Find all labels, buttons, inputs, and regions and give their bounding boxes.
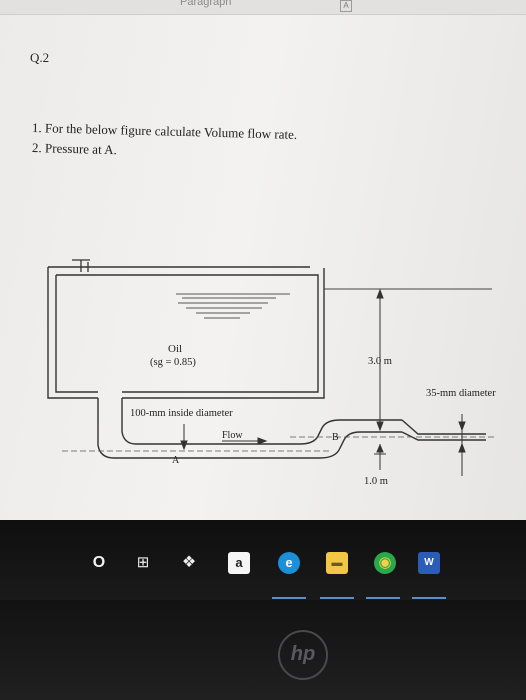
point-a-marker (180, 424, 188, 451)
file-explorer-button[interactable]: ▬ (326, 552, 348, 574)
taskbar (0, 520, 526, 600)
explorer-active-indicator (320, 597, 354, 599)
drop-label: 1.0 m (364, 476, 388, 487)
edge-active-indicator (272, 597, 306, 599)
laptop-bezel (0, 600, 526, 700)
dimension-lines (374, 288, 466, 476)
height-label: 3.0 m (368, 356, 392, 367)
amazon-icon: a (235, 555, 243, 570)
chrome-active-indicator (366, 597, 400, 599)
word-active-indicator (412, 597, 446, 599)
task-view-button[interactable]: ⊞ (132, 552, 154, 574)
outlet-pipe (97, 398, 486, 459)
question-label: Q.2 (30, 50, 50, 65)
dropbox-button[interactable]: ❖ (178, 552, 200, 574)
flow-label: Flow (222, 430, 243, 441)
start-button[interactable]: O (88, 552, 110, 574)
chrome-button[interactable]: ◉ (374, 552, 396, 574)
styles-icon[interactable]: A (340, 0, 352, 12)
screen: Paragraph A Q.2 1. For the below figure … (0, 0, 526, 520)
start-icon: O (92, 554, 106, 571)
ribbon-bar: Paragraph A (0, 0, 526, 15)
ribbon-paragraph-label[interactable]: Paragraph (180, 0, 232, 8)
oil-surface (176, 293, 290, 319)
tank (47, 266, 325, 399)
hp-logo: hp (278, 630, 328, 680)
vent-cap (72, 259, 90, 272)
pipe-diameter-label: 100-mm inside diameter (130, 408, 233, 419)
fluid-sg: (sg = 0.85) (150, 357, 196, 368)
fluid-name: Oil (168, 343, 182, 355)
point-a-label: A (172, 455, 180, 466)
flow-arrow (222, 437, 268, 445)
nozzle-diameter-label: 35-mm diameter (426, 388, 496, 399)
word-icon: W (424, 557, 434, 568)
edge-icon: e (285, 555, 293, 570)
dropbox-icon: ❖ (181, 554, 197, 571)
tank-diagram: Oil (sg = 0.85) 100-mm inside diameter F… (47, 259, 496, 487)
task-view-icon: ⊞ (136, 554, 150, 571)
amazon-button[interactable]: a (228, 552, 250, 574)
word-button[interactable]: W (418, 552, 440, 574)
chrome-icon: ◉ (378, 554, 392, 571)
edge-button[interactable]: e (278, 552, 300, 574)
folder-icon: ▬ (331, 557, 343, 569)
point-b-label: B (332, 432, 339, 443)
